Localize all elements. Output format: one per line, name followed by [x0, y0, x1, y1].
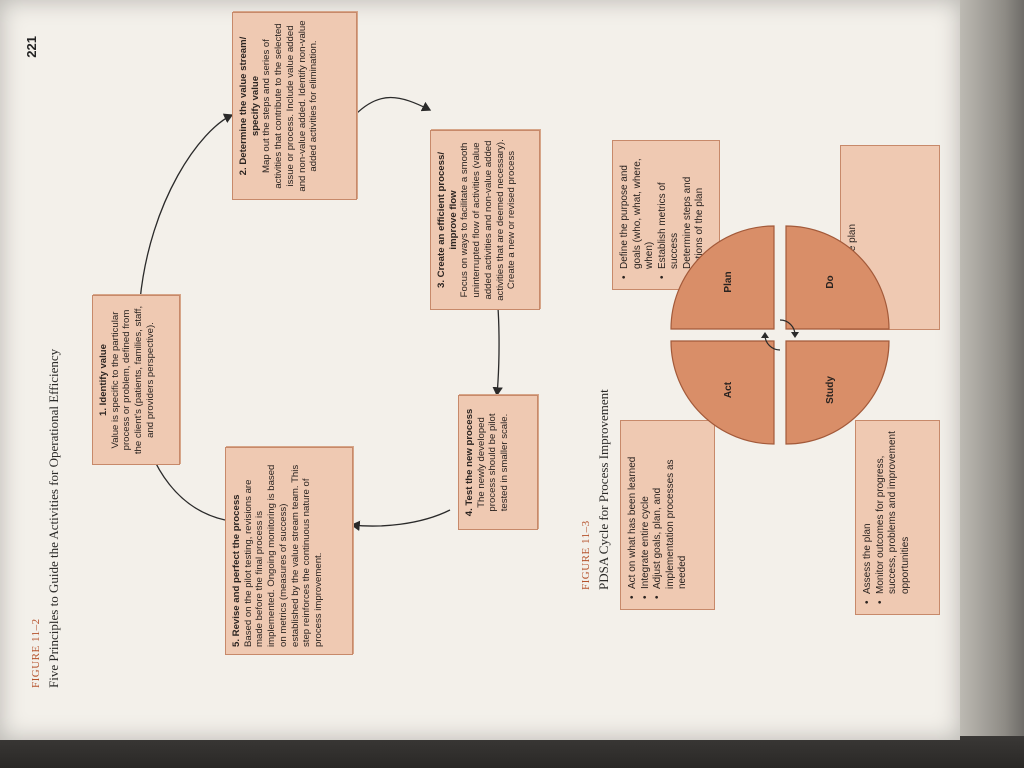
step-4-heading: 4. Test the new process: [464, 408, 475, 517]
step-2-body: Map out the steps and series of activiti…: [261, 20, 320, 192]
figure-2-label: FIGURE 11–3: [580, 520, 592, 590]
step-4-body: The newly developed process should be pi…: [475, 413, 511, 512]
quadrant-plan: [670, 225, 775, 330]
arrow-step2-to-step3: [354, 96, 432, 116]
step-2-box: 2. Determine the value stream/ specify v…: [232, 12, 357, 200]
step-3-box: 3. Create an efficient process/ improve …: [430, 130, 540, 310]
step-1-box: 1. Identify value Value is specific to t…: [92, 295, 180, 465]
study-item: Assess the plan: [862, 429, 875, 596]
step-5-box: 5. Revise and perfect the process Based …: [225, 447, 353, 655]
quadrant-act: [670, 340, 775, 445]
step-3-body: Focus on ways to facilitate a smooth uni…: [459, 139, 518, 301]
step-2-heading: 2. Determine the value stream/ specify v…: [238, 36, 261, 176]
step-1-body: Value is specific to the particular proc…: [109, 305, 156, 455]
quadrant-do: [785, 225, 890, 330]
arrow-step4-to-step5: [350, 509, 451, 531]
step-4-box: 4. Test the new process The newly develo…: [458, 395, 538, 530]
quadrant-study: [785, 340, 890, 445]
act-item: Adjust goals, plan, and implementation p…: [652, 429, 690, 591]
do-label: Do: [825, 275, 836, 288]
act-label: Act: [723, 381, 734, 398]
step-1-heading: 1. Identify value: [98, 344, 109, 416]
plan-item: Define the purpose and goals (who, what,…: [619, 149, 657, 271]
step-3-heading: 3. Create an efficient process/ improve …: [436, 152, 459, 288]
act-item: Act on what has been learned: [627, 429, 640, 591]
desk-surface: [0, 736, 1024, 768]
study-label: Study: [825, 376, 836, 404]
book-page-edge: [960, 0, 1024, 768]
book-page: 221 FIGURE 11–2 Five Principles to Guide…: [0, 0, 960, 740]
plan-label: Plan: [723, 271, 734, 292]
figure-2-title: PDSA Cycle for Process Improvement: [596, 389, 611, 590]
pdsa-wheel: Plan Do Study Act: [670, 225, 890, 445]
act-item: Integrate entire cycle: [640, 429, 653, 591]
study-item: Monitor outcomes for progress, success, …: [875, 429, 913, 596]
step-5-heading: 5. Revise and perfect the process: [231, 494, 242, 648]
step-5-body: Based on the pilot testing, revisions ar…: [242, 464, 324, 647]
arrow-step1-to-step2: [139, 113, 234, 301]
